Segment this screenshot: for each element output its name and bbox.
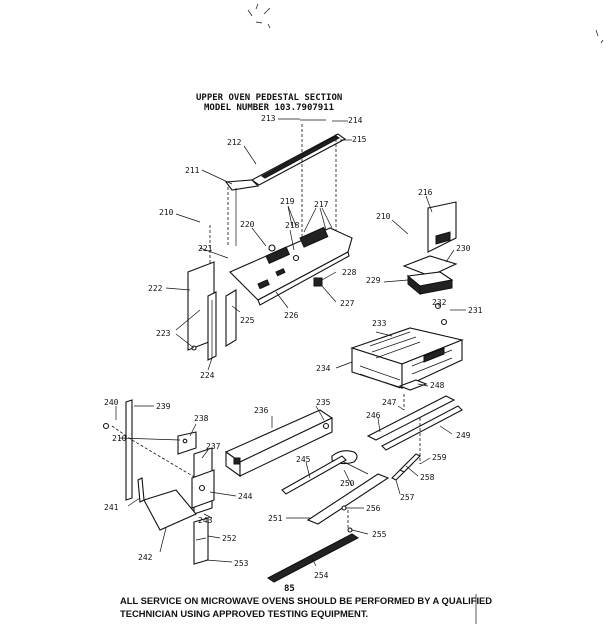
callout-221: 221 [198,244,213,253]
callout-246: 246 [366,411,381,420]
part-230-plate [402,255,458,277]
callout-225: 225 [240,316,255,325]
callout-230: 230 [456,244,471,253]
callout-223: 223 [156,329,171,338]
part-239-rod [125,399,133,501]
part-215-strip [250,133,347,186]
callout-239: 239 [156,402,171,411]
callout-220: 220 [240,220,255,229]
part-251-panel [306,473,390,525]
callout-216: 216 [418,188,433,197]
callout-228: 228 [342,268,357,277]
leader-lines [115,118,466,567]
service-note-line-2: TECHNICIAN USING APPROVED TESTING EQUIPM… [120,608,368,619]
service-note-line-1: ALL SERVICE ON MICROWAVE OVENS SHOULD BE… [120,595,492,606]
callout-232: 232 [432,298,447,307]
callout-249: 249 [456,431,471,440]
part-233-box [350,327,464,389]
part-245-rod [281,455,347,495]
callout-215: 215 [352,135,367,144]
callout-248: 248 [430,381,445,390]
callout-211: 211 [185,166,200,175]
part-229-block [406,271,454,296]
model-number: MODEL NUMBER 103.7907911 [204,103,334,113]
part-258-strip [399,453,421,473]
callout-244: 244 [238,492,253,501]
callout-222: 222 [148,284,163,293]
callout-238: 238 [194,414,209,423]
callout-219: 219 [280,197,295,206]
part-248-tab [398,379,428,391]
scan-marks [247,3,604,44]
callout-237: 237 [206,442,221,451]
part-246-strip [366,395,456,441]
diagram-title: UPPER OVEN PEDESTAL SECTION [196,93,342,103]
callout-213: 213 [261,114,276,123]
callout-255: 255 [372,530,387,539]
callout-218: 218 [285,221,300,230]
callout-236: 236 [254,406,269,415]
callout-251: 251 [268,514,283,523]
callout-245: 245 [296,455,311,464]
callout-253: 253 [234,559,249,568]
callout-259: 259 [432,453,447,462]
callout-227: 227 [340,299,355,308]
callout-250: 250 [340,479,355,488]
callout-210: 210 [376,212,391,221]
part-225-bracket [225,289,237,347]
callout-224: 224 [200,371,215,380]
part-249-strip [381,405,463,451]
part-226-panel [229,226,353,306]
callout-252: 252 [222,534,237,543]
callout-210: 210 [159,208,174,217]
callout-247: 247 [382,398,397,407]
callout-226: 226 [284,311,299,320]
callout-243: 243 [198,516,213,525]
callout-212: 212 [227,138,242,147]
callout-241: 241 [104,503,119,512]
part-228-clip [313,277,323,287]
callout-257: 257 [400,493,415,502]
callout-210: 210 [112,434,127,443]
part-211-rail [224,179,260,191]
callout-217: 217 [314,200,329,209]
callout-258: 258 [420,473,435,482]
part-236-panel [224,409,334,478]
part-242-panel [143,489,197,531]
part-254-bar [267,533,359,583]
callout-242: 242 [138,553,153,562]
callout-256: 256 [366,504,381,513]
callout-229: 229 [366,276,381,285]
callout-labels: 213 214 215 212 211 210 219 217 220 218 … [104,114,483,580]
callout-233: 233 [372,319,387,328]
part-238-bracket [177,431,197,455]
callout-234: 234 [316,364,331,373]
part-216-panel [427,201,457,253]
callout-240: 240 [104,398,119,407]
callout-231: 231 [468,306,483,315]
callout-254: 254 [314,571,329,580]
page-code: 85 [284,584,295,594]
callout-214: 214 [348,116,363,125]
callout-235: 235 [316,398,331,407]
